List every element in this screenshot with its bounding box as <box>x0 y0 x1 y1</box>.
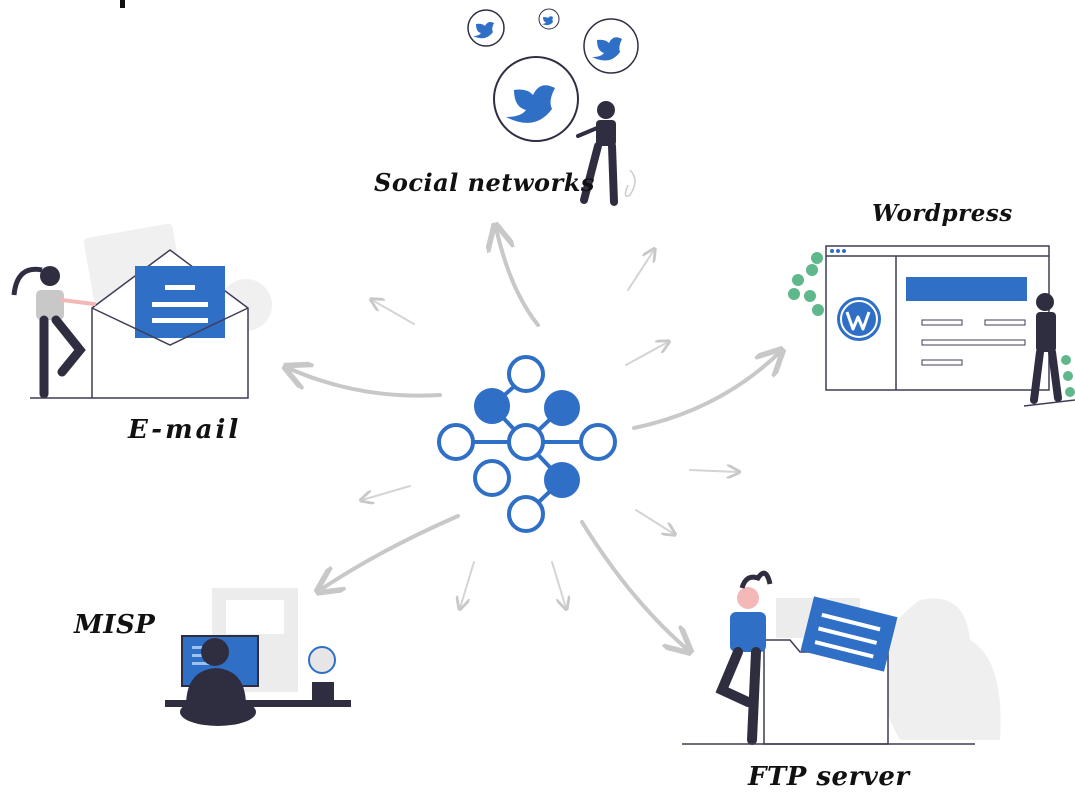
small-arrow-3 <box>689 470 738 472</box>
graph-network-icon <box>437 355 617 533</box>
small-arrow-1 <box>627 250 654 291</box>
arrow-to-social <box>496 228 540 327</box>
person-misp <box>180 638 256 726</box>
small-arrow-7 <box>460 561 475 608</box>
twitter-bubble-large <box>493 56 579 142</box>
person-ftp <box>682 570 975 745</box>
wordpress-logo-icon <box>837 297 881 341</box>
small-arrow-8 <box>551 561 566 608</box>
label-email: E-mail <box>128 415 242 445</box>
small-arrow-5 <box>372 300 415 325</box>
small-arrow-6 <box>362 485 411 500</box>
twitter-bubble-tiny <box>538 8 560 30</box>
ftp-illustration <box>682 570 1001 745</box>
label-wordpress: Wordpress <box>872 200 1013 227</box>
social-illustration <box>467 8 639 206</box>
arrow-to-ftp <box>580 520 688 650</box>
small-arrow-4 <box>635 509 674 534</box>
misp-illustration <box>165 588 351 726</box>
arrows <box>288 228 780 650</box>
envelope-icon <box>91 249 249 399</box>
twitter-bubble-medium <box>583 18 639 74</box>
label-ftp-server: FTP server <box>748 762 910 792</box>
wordpress-illustration <box>788 245 1075 407</box>
arrow-to-misp <box>320 514 460 590</box>
twitter-bubble-small <box>467 9 505 47</box>
email-illustration <box>11 223 272 399</box>
folder-icon <box>763 596 898 745</box>
label-social-networks: Social networks <box>374 168 595 197</box>
plant-leaves <box>788 252 1075 397</box>
small-arrow-2 <box>625 342 668 366</box>
label-misp: MISP <box>74 610 156 640</box>
person-social <box>576 101 636 206</box>
arrow-to-email <box>288 368 442 398</box>
arrow-to-wordpress <box>632 352 780 430</box>
small-arrows <box>362 250 738 608</box>
corner-fragment <box>120 0 125 8</box>
person-email <box>11 266 96 399</box>
person-wordpress <box>1023 293 1075 407</box>
